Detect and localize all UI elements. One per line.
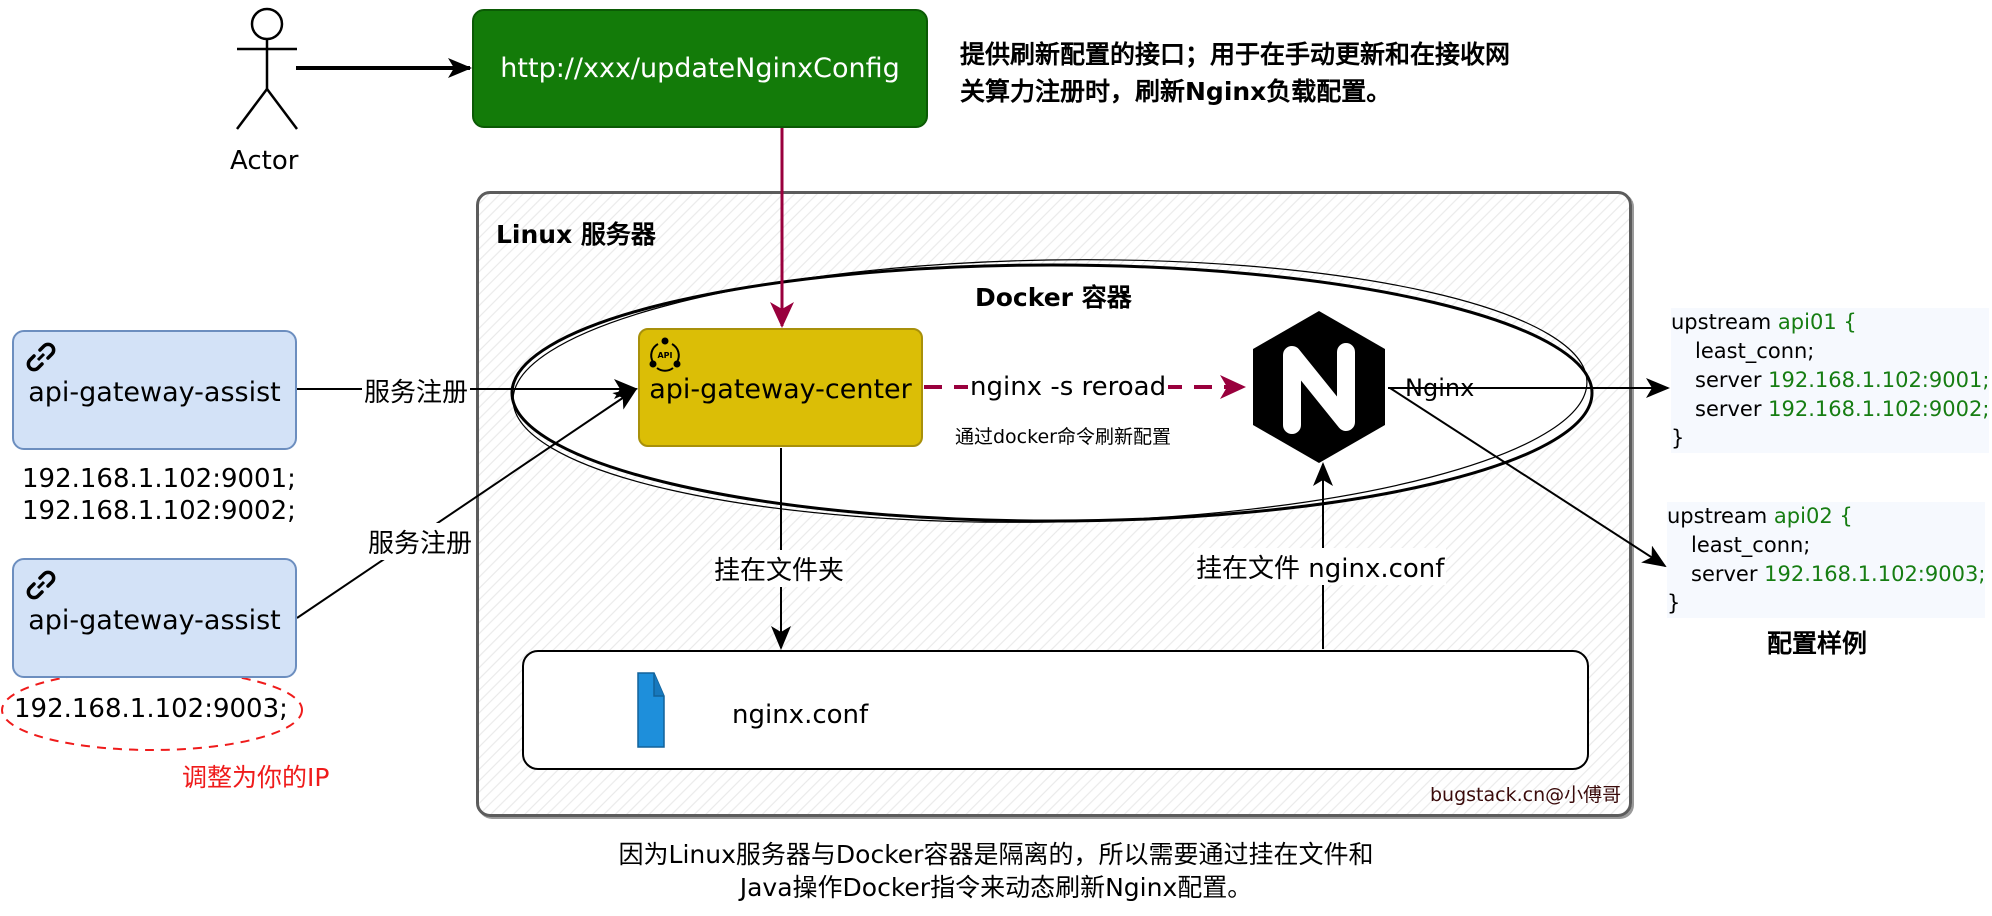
mount-folder-label: 挂在文件夹 (712, 550, 847, 587)
code-line: least_conn; (1691, 533, 1811, 557)
actor-label: Actor (230, 146, 299, 176)
link-icon (26, 342, 56, 372)
svg-text:API: API (657, 351, 672, 360)
docker-container-ellipse-sketch (512, 259, 1588, 523)
code-close: } (1667, 591, 1681, 615)
endpoint-note: 提供刷新配置的接口；用于在手动更新和在接收网关算力注册时，刷新Nginx负载配置… (960, 40, 1511, 106)
reload-note: 通过docker命令刷新配置 (955, 426, 1171, 448)
endpoint-label: http://xxx/updateNginxConfig (500, 53, 900, 84)
api-gateway-center-label: api-gateway-center (649, 374, 912, 405)
code-line: server (1695, 397, 1762, 421)
bottom-note: 因为Linux服务器与Docker容器是隔离的，所以需要通过挂在文件和 Java… (0, 838, 1992, 904)
update-nginx-config-endpoint[interactable]: http://xxx/updateNginxConfig (472, 9, 928, 128)
actor-icon (236, 7, 298, 130)
assist-label: api-gateway-assist (28, 377, 281, 408)
file-icon (637, 672, 665, 748)
code-upstream-name: api01 { (1777, 310, 1857, 334)
code-line: server (1695, 368, 1762, 392)
nginx-conf-label: nginx.conf (732, 700, 869, 730)
config-sample-title: 配置样例 (1767, 629, 1868, 658)
code-upstream-name: api02 { (1773, 504, 1853, 528)
code-line: least_conn; (1695, 339, 1815, 363)
service-register-label-1: 服务注册 (362, 372, 471, 409)
code-keyword: upstream (1667, 504, 1768, 528)
code-close: } (1671, 426, 1685, 450)
assist-label: api-gateway-assist (28, 605, 281, 636)
code-keyword: upstream (1671, 310, 1772, 334)
bottom-note-line-2: Java操作Docker指令来动态刷新Nginx配置。 (739, 873, 1253, 902)
assist-1-ip-2: 192.168.1.102:9002; (22, 496, 296, 526)
config-sample-api01: upstream api01 { least_conn; server 192.… (1671, 308, 1990, 453)
linux-server-title: Linux 服务器 (496, 220, 656, 249)
assist-2-ip: 192.168.1.102:9003; (14, 694, 288, 724)
reload-command-label: nginx -s reroad (968, 372, 1169, 402)
code-line: server (1691, 562, 1758, 586)
nginx-label: Nginx (1405, 374, 1475, 402)
api-gateway-center-node[interactable]: API api-gateway-center (638, 328, 923, 447)
assist2-to-center-arrow (296, 387, 638, 619)
api-gateway-assist-node-1[interactable]: api-gateway-assist (12, 330, 297, 450)
nginx-logo-icon (1253, 311, 1385, 463)
api-gateway-assist-node-2[interactable]: api-gateway-assist (12, 558, 297, 678)
credit-watermark: bugstack.cn@小傅哥 (1430, 784, 1622, 806)
api-icon: API (649, 337, 681, 372)
service-register-label-2: 服务注册 (366, 523, 475, 560)
link-icon (26, 570, 56, 600)
nginx-to-api02-arrow (1389, 387, 1667, 568)
code-value: 192.168.1.102:9002; (1768, 397, 1990, 421)
docker-container-title: Docker 容器 (975, 283, 1132, 312)
code-value: 192.168.1.102:9001; (1768, 368, 1990, 392)
mount-file-label: 挂在文件 nginx.conf (1194, 548, 1447, 585)
ip-hint: 调整为你的IP (182, 763, 330, 792)
code-value: 192.168.1.102:9003; (1764, 562, 1986, 586)
config-sample-api02: upstream api02 { least_conn; server 192.… (1667, 502, 1986, 618)
assist-1-ip-1: 192.168.1.102:9001; (22, 464, 296, 494)
bottom-note-line-1: 因为Linux服务器与Docker容器是隔离的，所以需要通过挂在文件和 (618, 840, 1374, 869)
nginx-conf-file-node[interactable] (522, 650, 1589, 770)
